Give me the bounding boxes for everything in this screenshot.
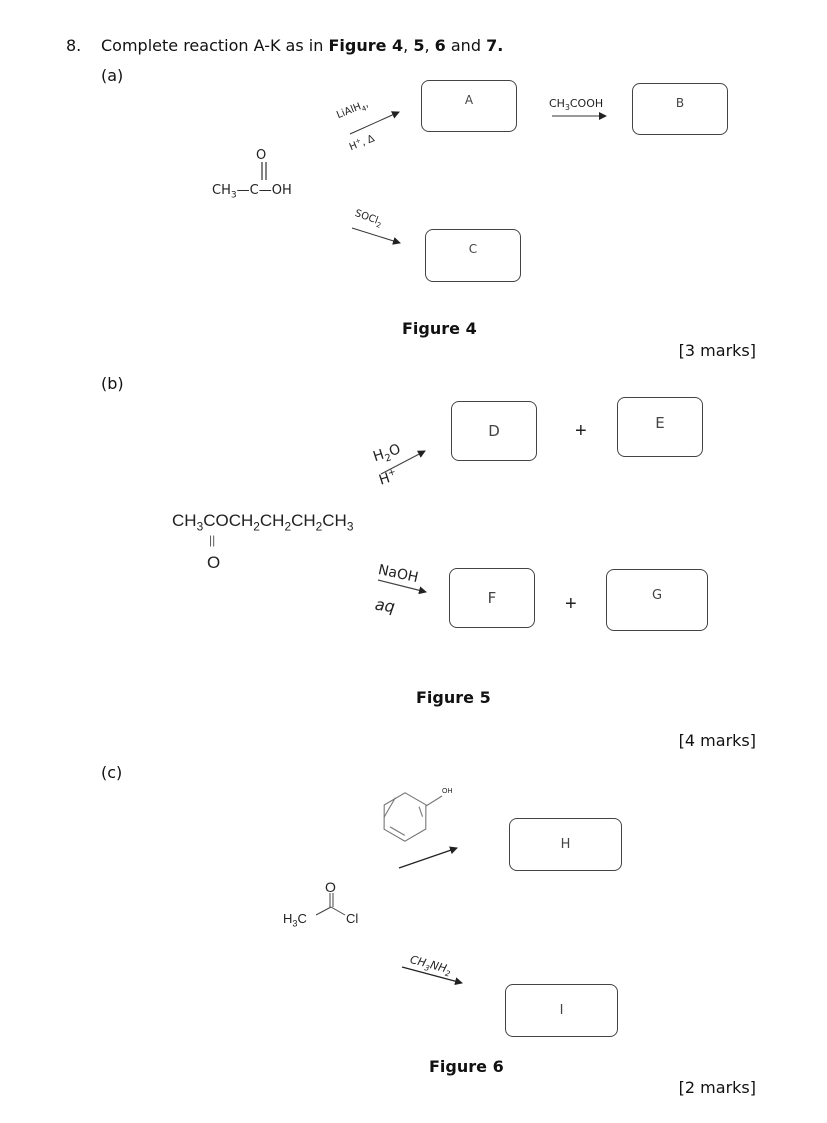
ketone-double-bond: ||	[209, 533, 216, 547]
subscript: 2	[315, 519, 323, 534]
marks-part-c: [2 marks]	[678, 1078, 756, 1097]
marks-part-b: [4 marks]	[678, 731, 756, 750]
plus-sign: +	[565, 593, 577, 615]
subscript: 2	[444, 968, 452, 979]
reagent-ch3nh2: CH3NH2	[408, 953, 453, 979]
reagent-h-plus: H+	[377, 467, 399, 488]
answer-box-e[interactable]: E	[617, 397, 703, 457]
answer-box-h[interactable]: H	[509, 818, 622, 871]
figure-4-caption: Figure 4	[402, 319, 477, 338]
heat-text: , Δ	[359, 133, 377, 149]
subscript: 2	[253, 519, 260, 534]
question-text-prefix: Complete reaction A-K as in	[101, 36, 329, 55]
marks-part-a: [3 marks]	[678, 341, 756, 360]
reagent-lialh4: LiAlH4,	[335, 99, 371, 123]
reagent-socl2: SOCl2	[353, 208, 384, 230]
answer-box-f[interactable]: F	[449, 568, 535, 628]
part-b-label: (b)	[101, 374, 124, 393]
subscript: 3	[230, 190, 237, 201]
acetic-acid-formula: CH3—C—OH	[212, 183, 292, 201]
ketone-carbonyl-o: O	[207, 553, 221, 572]
reagent-naoh: NaOH	[376, 562, 420, 587]
box-label: D	[488, 422, 500, 440]
box-label: B	[675, 96, 685, 110]
answer-box-g[interactable]: G	[606, 569, 708, 631]
figure-ref-6: 6	[434, 36, 446, 55]
figure-ref-7: 7.	[486, 36, 504, 55]
answer-box-c[interactable]: C	[425, 229, 521, 282]
box-label: C	[468, 242, 478, 256]
reagent-text: CH	[549, 97, 565, 110]
reagent-text: COOH	[569, 97, 604, 110]
subscript: 3	[292, 918, 298, 929]
acyl-chloride-bonds	[315, 893, 346, 916]
ch-text: CH	[212, 183, 231, 198]
ketone-formula: CH3COCH2CH2CH2CH3	[172, 511, 353, 533]
acyl-chloride-carbonyl-o: O	[325, 879, 336, 895]
reagent-text: LiAlH	[335, 101, 363, 122]
formula-part: CH	[259, 511, 285, 530]
bond-text: —C—	[236, 183, 272, 198]
reagent-ch3cooh: CH3COOH	[549, 97, 603, 112]
acetic-acid-double-bond	[261, 162, 267, 180]
box-label: I	[559, 1003, 564, 1018]
arrow-to-c	[351, 227, 401, 245]
reagent-h2o: H2O	[371, 441, 403, 467]
box-label: F	[487, 589, 497, 607]
c-text: C	[297, 911, 307, 926]
formula-part: CH	[291, 511, 316, 530]
subscript: 2	[375, 220, 383, 230]
box-label: H	[560, 837, 571, 852]
figure-6-caption: Figure 6	[429, 1057, 504, 1076]
plus-sign: +	[575, 420, 587, 442]
part-c-label: (c)	[101, 763, 123, 782]
phenol-ring-icon	[383, 792, 443, 842]
subscript: 3	[564, 103, 570, 113]
acetic-acid-carbonyl-o: O	[256, 148, 267, 163]
figure-ref-5: 5	[413, 36, 425, 55]
superscript: +	[386, 467, 398, 480]
subscript: 3	[196, 519, 204, 534]
conjunction: and	[445, 36, 487, 55]
box-label: E	[655, 414, 665, 432]
separator: ,	[424, 36, 435, 55]
answer-box-a[interactable]: A	[421, 80, 517, 132]
oh-text: OH	[271, 183, 292, 198]
figure-5-caption: Figure 5	[416, 688, 491, 707]
reagent-aq: aq	[373, 594, 397, 617]
reagent-h-plus-heat: H+, Δ	[347, 131, 376, 153]
answer-box-i[interactable]: I	[505, 984, 618, 1037]
formula-part: CH	[172, 511, 197, 530]
question-text: Complete reaction A-K as in Figure 4, 5,…	[101, 36, 503, 55]
separator: ,	[403, 36, 414, 55]
phenol-oh-label: OH	[442, 788, 453, 795]
part-a-label: (a)	[101, 66, 124, 85]
h-text: H	[283, 911, 293, 926]
box-label: G	[651, 587, 663, 603]
subscript: 2	[284, 519, 292, 534]
answer-box-d[interactable]: D	[451, 401, 537, 461]
formula-part: CH	[322, 511, 347, 530]
box-label: A	[464, 93, 474, 107]
question-number: 8.	[66, 36, 82, 55]
acyl-chloride-h3c: H3C	[283, 911, 307, 929]
acyl-chloride-cl: Cl	[346, 911, 359, 926]
figure-ref-4: Figure 4	[328, 36, 404, 55]
subscript: 3	[346, 519, 354, 534]
formula-part: COCH	[203, 511, 254, 530]
arrow-to-h	[398, 846, 458, 869]
answer-box-b[interactable]: B	[632, 83, 728, 135]
